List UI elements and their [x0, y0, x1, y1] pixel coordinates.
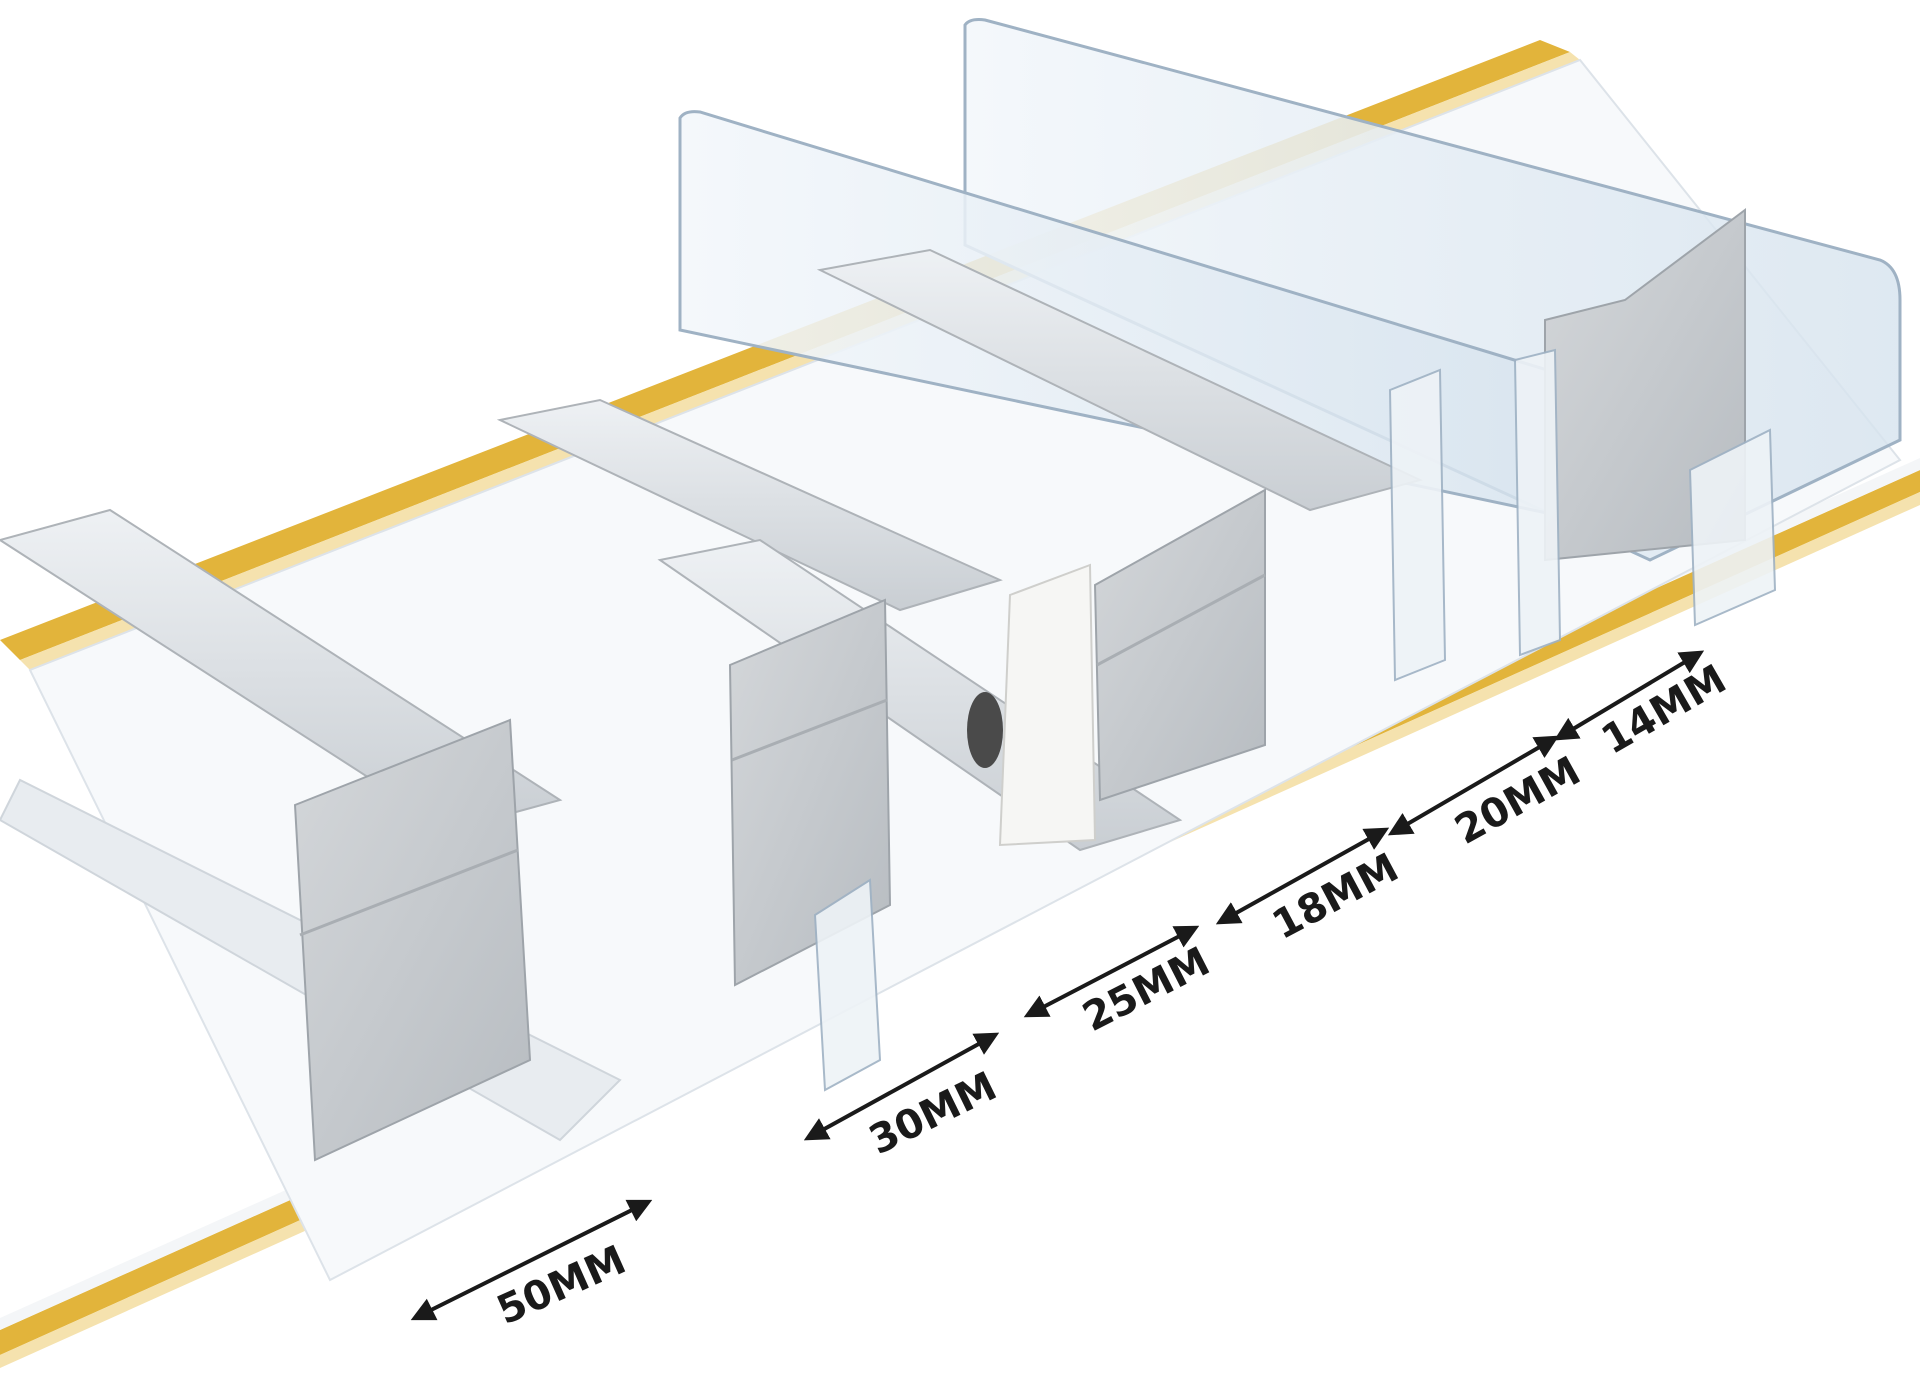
dimension-label-20mm: 20MM [1448, 748, 1589, 854]
front-stoppers [813, 348, 1777, 1092]
dimension-label-18mm: 18MM [1265, 845, 1406, 949]
dimension-arrow-14mm [1553, 650, 1705, 741]
dimension-arrow-25mm [1023, 925, 1200, 1018]
pusher-block-3 [1093, 488, 1266, 802]
dimension-arrow-18mm [1215, 827, 1390, 925]
dimension-arrows [410, 650, 1705, 1321]
pusher-block-1 [293, 718, 532, 1162]
dimension-label-50mm: 50MM [490, 1237, 632, 1334]
pusher-block-2 [728, 598, 892, 987]
dimension-arrow-30mm [803, 1032, 1000, 1141]
dimension-label-30mm: 30MM [862, 1063, 1004, 1164]
dimension-arrow-20mm [1387, 735, 1560, 836]
dimension-arrow-50mm [410, 1199, 653, 1321]
white-paddle [967, 563, 1097, 847]
